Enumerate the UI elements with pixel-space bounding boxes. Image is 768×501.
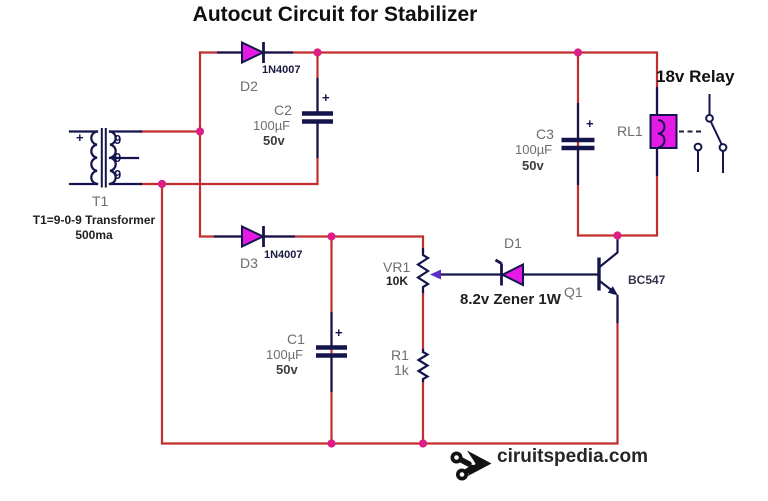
cap-c1-plates [316, 345, 347, 358]
junction-dots [157, 48, 622, 448]
junction-dot [313, 48, 322, 57]
junction-dot [327, 232, 336, 241]
zener-d1-symbol [430, 258, 524, 287]
cap-c2-rating: 50v [263, 133, 285, 148]
transformer-designator: T1 [92, 193, 109, 209]
transformer-spec: T1=9-0-9 Transformer [32, 213, 156, 227]
zener-d1-cathode-bar [494, 258, 503, 286]
primary-coil [90, 130, 99, 186]
res-r1-zigzag [416, 348, 430, 383]
diode-d2-symbol [241, 40, 266, 65]
wire-transformer-bottom-to-c2 [138, 122, 319, 186]
diode-d3-symbol [241, 224, 266, 249]
diode-d2-triangle [241, 40, 266, 65]
transistor-q1-part: BC547 [628, 273, 666, 287]
transistor-q1-designator: Q1 [564, 284, 583, 300]
brand-logo-icon [450, 450, 492, 481]
transistor-q1-symbol [597, 234, 619, 296]
relay-coil-curve [657, 119, 666, 149]
cap-c3-plates [561, 137, 595, 151]
cap-c3-value: 100µF [515, 142, 553, 157]
cap-c1-rating: 50v [276, 362, 298, 377]
junction-dot [195, 127, 205, 136]
junction-dot [573, 48, 583, 57]
zener-d1-triangle [500, 262, 524, 287]
vr1-wiper-arrow [430, 269, 441, 280]
junction-dot [327, 439, 336, 448]
cap-c2-value: 100µF [253, 118, 291, 133]
relay-switch-lines [697, 94, 724, 173]
zener-d1-spec: 8.2v Zener 1W [460, 291, 561, 308]
transformer-tap-bottom: 9 [114, 167, 122, 182]
relay-common-contact [705, 113, 714, 123]
cap-c3-designator: C3 [536, 126, 554, 142]
pot-vr1-designator: VR1 [383, 259, 411, 275]
transformer-symbol [68, 128, 143, 188]
transformer-current: 500ma [75, 228, 113, 242]
diode-d2-part-label: 1N4007 [262, 64, 301, 76]
relay-left-contact [693, 142, 703, 152]
transistor-emitter-arrow [607, 286, 618, 296]
cap-c1-value: 100µF [266, 347, 304, 362]
wire-ground-rail [160, 182, 619, 445]
transformer-core [100, 128, 107, 188]
diode-d3-part-label: 1N4007 [264, 249, 303, 261]
transistor-collector [597, 234, 619, 270]
cap-c1-designator: C1 [287, 331, 305, 347]
page-title: Autocut Circuit for Stabilizer [192, 3, 478, 26]
junction-dot [418, 439, 428, 448]
cap-c3-polarity: + [586, 116, 594, 131]
transformer-polarity: + [76, 130, 84, 145]
res-r1-value: 1k [394, 362, 409, 378]
junction-dot [157, 179, 167, 189]
diode-d2-designator: D2 [240, 78, 258, 94]
logo-node-bottom-hole [459, 472, 465, 477]
transformer-tap-top: 9 [114, 132, 122, 147]
cap-c2-polarity: + [322, 90, 330, 105]
relay-rl1-symbol [649, 94, 728, 173]
wire-left-vertical-d3-row [198, 51, 425, 254]
cap-c2-plates [302, 111, 333, 124]
secondary-coil [108, 130, 117, 186]
relay-rl1-designator: RL1 [617, 123, 643, 139]
transformer-tap-mid: 0 [114, 150, 122, 165]
component-leads [213, 51, 659, 393]
relay-rl1-label: 18v Relay [656, 67, 735, 86]
junction-dot [613, 231, 622, 240]
pot-vr1-value: 10K [386, 274, 409, 288]
res-r1-designator: R1 [391, 347, 409, 363]
logo-node-top-hole [454, 455, 459, 460]
relay-right-contact [718, 143, 728, 152]
logo-wedge [467, 450, 492, 477]
cap-c2-designator: C2 [274, 102, 292, 118]
cap-c1-polarity: + [335, 325, 343, 340]
pot-vr1-zigzag [415, 247, 431, 294]
wires [138, 51, 659, 445]
watermark-text: ciruitspedia.com [497, 446, 648, 467]
diode-d3-triangle [241, 224, 266, 249]
cap-c3-rating: 50v [522, 158, 544, 173]
zener-d1-designator: D1 [504, 235, 522, 251]
transformer-leads [68, 130, 143, 186]
diode-d3-designator: D3 [240, 255, 258, 271]
